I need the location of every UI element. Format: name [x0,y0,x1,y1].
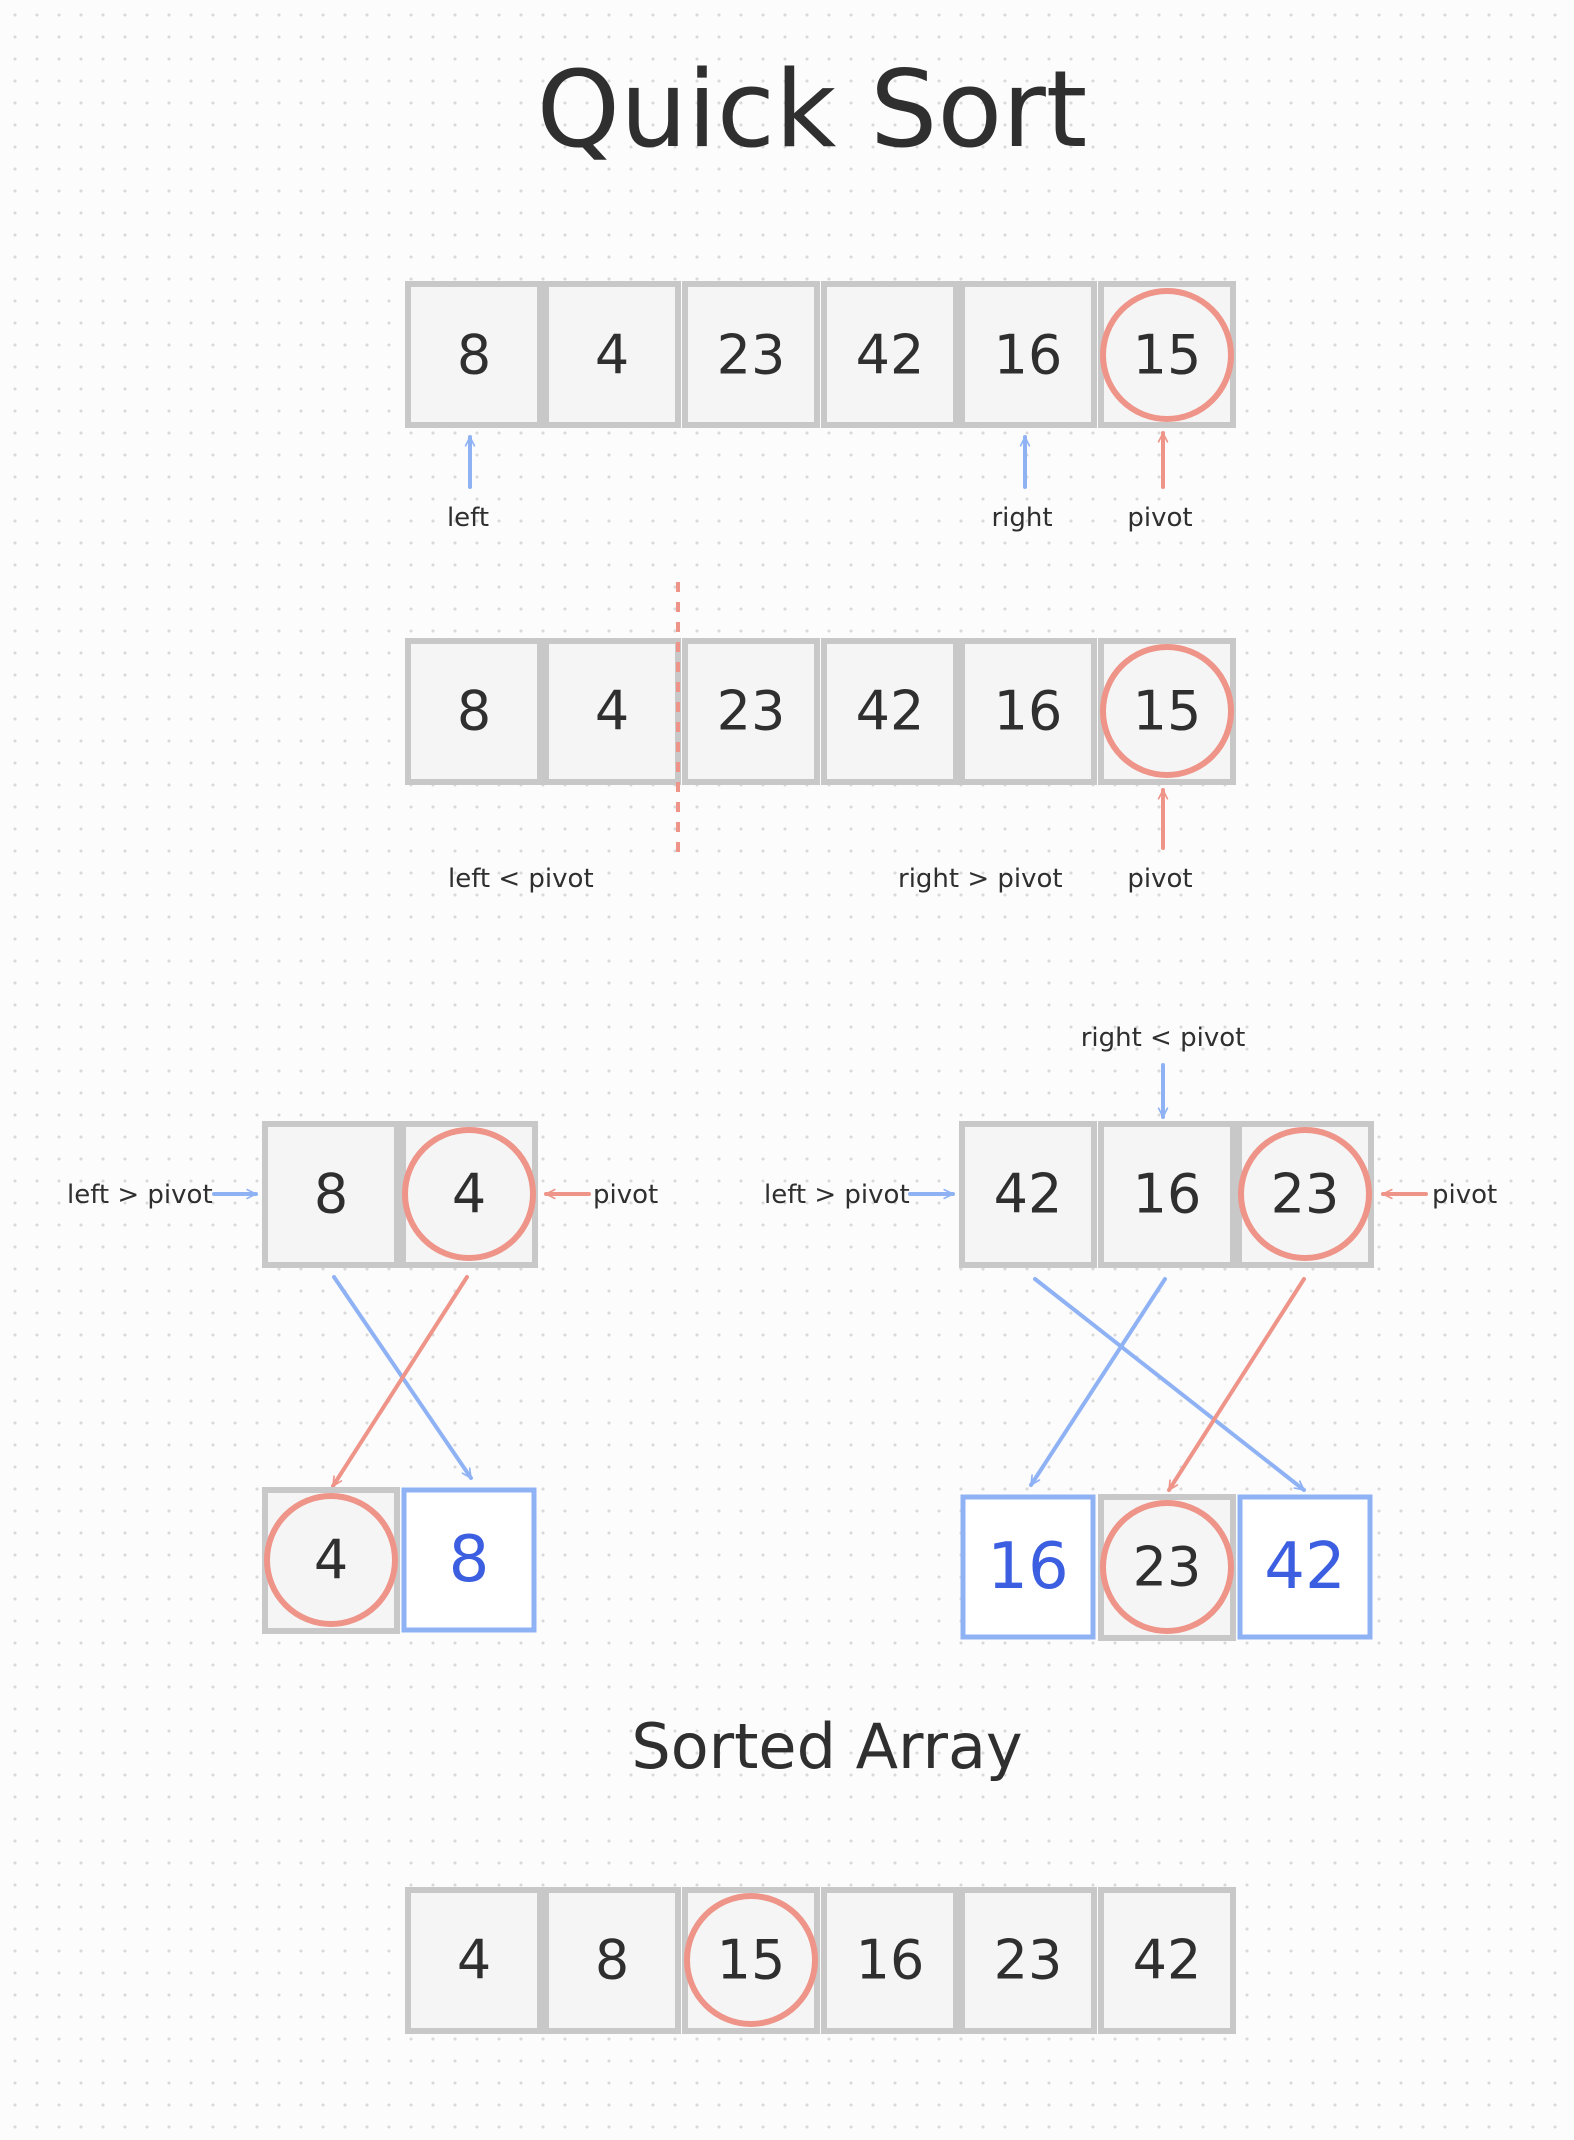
left-result-cell-value: 4 [314,1529,348,1592]
right-partition-cell-value: 16 [1133,1163,1202,1226]
sorted-cell-value: 42 [1133,1929,1202,1992]
pivot-marker [264,1493,398,1627]
step2-array: 8 4 23 42 16 15 [405,638,1236,785]
step1-cell-4: 16 [959,281,1097,428]
sorted-cell-2: 15 [682,1887,820,2034]
right-result-cell-value: 23 [1133,1536,1202,1599]
sorted-cell-5: 42 [1098,1887,1236,2034]
left-partition-cell-0: 8 [262,1121,400,1268]
sorted-cell-3: 16 [821,1887,959,2034]
left-partition-array: 8 4 [262,1121,538,1268]
sorted-cell-value: 16 [856,1929,925,1992]
step1-cell-0: 8 [405,281,543,428]
sorted-cell-4: 23 [959,1887,1097,2034]
step2-cell-0: 8 [405,638,543,785]
step1-cell-value: 16 [994,324,1063,387]
left-label: left [447,503,489,533]
step1-cell-value: 15 [1133,324,1202,387]
step1-cell-value: 8 [457,324,491,387]
right-partition-cell-value: 23 [1271,1163,1340,1226]
step2-cell-value: 4 [595,680,629,743]
pivot-label: pivot [1127,864,1192,894]
pivot-label: pivot [1432,1180,1497,1210]
right-partition-result: 16 23 42 [960,1494,1373,1641]
swap-arrow [1029,1277,1167,1487]
left-result-cell-0: 4 [262,1487,400,1634]
step2-cell-value: 8 [457,680,491,743]
swap-arrow [1167,1277,1306,1492]
sorted-array: 4 8 15 16 23 42 [405,1887,1236,2034]
step1-cell-2: 23 [682,281,820,428]
sorted-array-heading: Sorted Array [631,1710,1022,1783]
left-result-cell-1: 8 [401,1487,537,1633]
left-partition-cell-1: 4 [400,1121,538,1268]
pivot-marker [1100,288,1234,422]
right-partition-cell-2: 23 [1236,1121,1374,1268]
step2-cell-value: 23 [717,680,786,743]
left-partition-cell-value: 4 [452,1163,486,1226]
sorted-cell-value: 8 [595,1929,629,1992]
right-result-cell-value: 16 [987,1530,1068,1604]
right-partition-cell-0: 42 [959,1121,1097,1268]
page-title: Quick Sort [537,48,1088,171]
pivot-marker [1238,1127,1372,1261]
right-result-cell-2: 42 [1237,1494,1373,1640]
sorted-cell-value: 23 [994,1929,1063,1992]
step2-cell-5: 15 [1098,638,1236,785]
step1-cell-value: 42 [856,324,925,387]
step1-cell-3: 42 [821,281,959,428]
step2-cell-3: 42 [821,638,959,785]
right-partition-cell-value: 42 [994,1163,1063,1226]
sorted-cell-value: 15 [717,1929,786,1992]
pivot-marker [684,1893,818,2027]
pivot-marker [1100,1500,1234,1634]
pivot-label: pivot [1127,503,1192,533]
right-partition-array: 42 16 23 [959,1121,1374,1268]
left-partition-result: 4 8 [262,1487,537,1634]
right-gt-pivot-label: right > pivot [898,864,1063,894]
pivot-label: pivot [593,1180,658,1210]
step2-cell-value: 42 [856,680,925,743]
right-result-cell-0: 16 [960,1494,1096,1640]
step2-cell-value: 15 [1133,680,1202,743]
right-partition-cell-1: 16 [1098,1121,1236,1268]
left-gt-pivot-label: left > pivot [764,1180,910,1210]
left-result-cell-value: 8 [449,1523,490,1597]
step2-cell-1: 4 [543,638,681,785]
pivot-marker [1100,644,1234,778]
left-partition-cell-value: 8 [314,1163,348,1226]
step1-cell-1: 4 [543,281,681,428]
left-gt-pivot-label: left > pivot [67,1180,213,1210]
sorted-cell-value: 4 [457,1929,491,1992]
step2-cell-value: 16 [994,680,1063,743]
right-lt-pivot-label: right < pivot [1081,1023,1246,1053]
left-lt-pivot-label: left < pivot [448,864,594,894]
step1-array: 8 4 23 42 16 15 [405,281,1236,428]
step1-cell-5: 15 [1098,281,1236,428]
step2-cell-4: 16 [959,638,1097,785]
sorted-cell-0: 4 [405,1887,543,2034]
step1-cell-value: 4 [595,324,629,387]
right-label: right [991,503,1052,533]
sorted-cell-1: 8 [543,1887,681,2034]
step1-cell-value: 23 [717,324,786,387]
right-result-cell-1: 23 [1098,1494,1236,1641]
step2-cell-2: 23 [682,638,820,785]
swap-arrow [1033,1277,1306,1492]
right-result-cell-value: 42 [1264,1530,1345,1604]
swap-arrow [331,1275,469,1488]
pivot-marker [402,1127,536,1261]
